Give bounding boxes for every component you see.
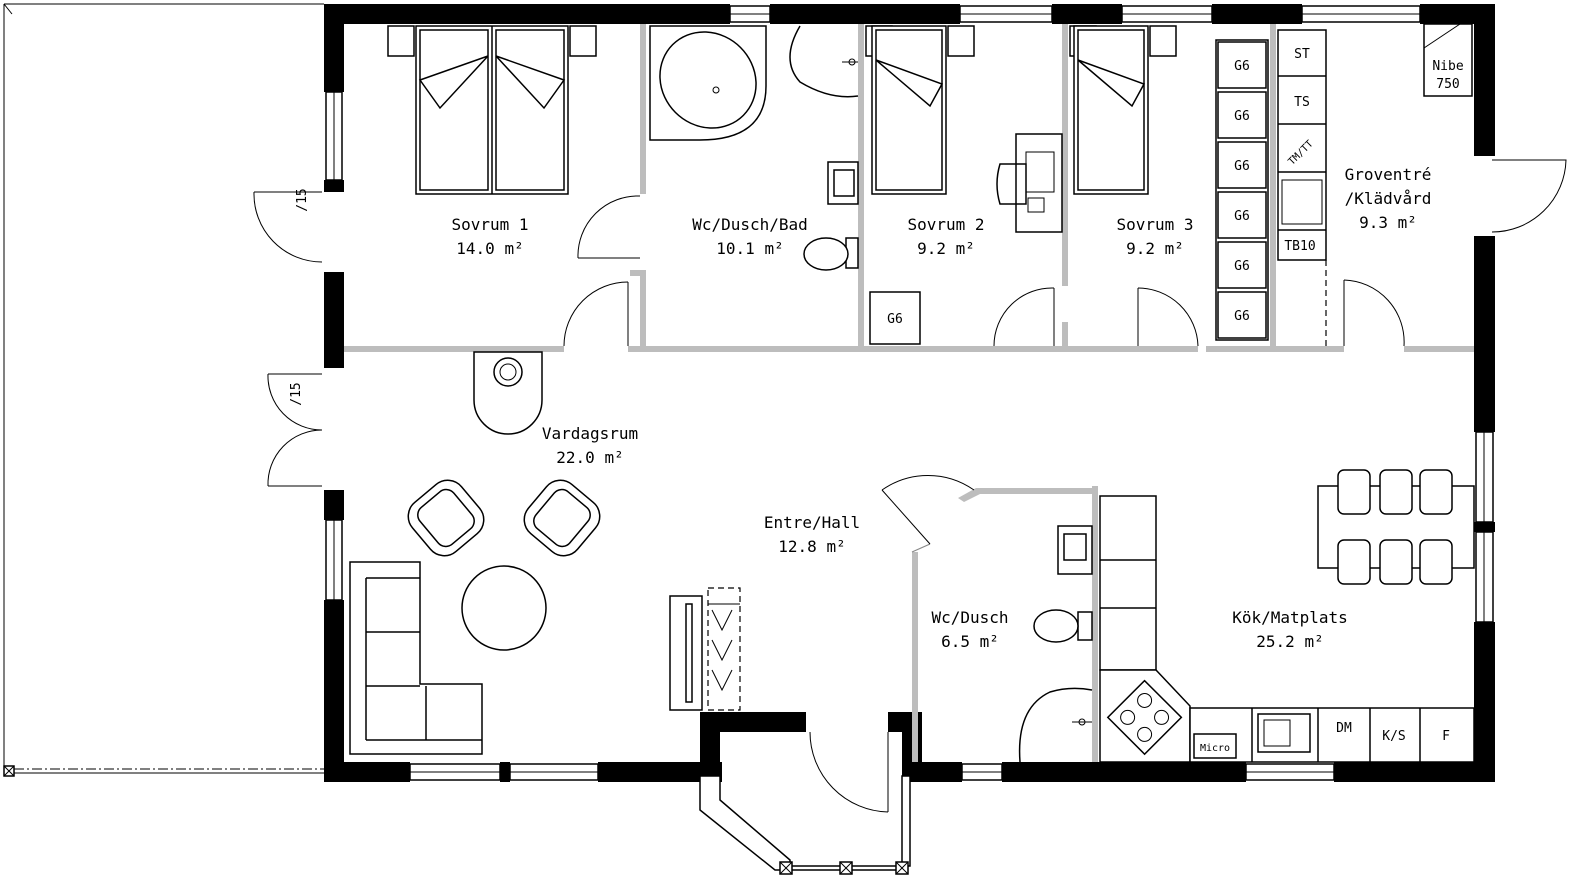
kitchen-label: DM xyxy=(1336,721,1352,736)
wardrobe-label: G6 xyxy=(1234,59,1250,74)
door-label: /15 xyxy=(295,188,310,211)
wardrobe-label: G6 xyxy=(887,312,903,327)
exterior-walls xyxy=(324,4,1495,875)
kitchen-fixtures xyxy=(1099,469,1475,763)
room-area: 25.2 m² xyxy=(1256,632,1323,651)
room-name: Sovrum 1 xyxy=(451,215,528,234)
room-area: 6.5 m² xyxy=(941,632,999,651)
wardrobe-column xyxy=(1215,39,1269,341)
room-name: Wc/Dusch/Bad xyxy=(692,215,808,234)
room-name: Sovrum 2 xyxy=(907,215,984,234)
room-name: /Klädvård xyxy=(1345,189,1432,208)
doors xyxy=(253,159,1567,813)
room-name: Sovrum 3 xyxy=(1116,215,1193,234)
room-name: Groventré xyxy=(1345,165,1432,184)
room-area: 14.0 m² xyxy=(456,239,523,258)
room-name: Kök/Matplats xyxy=(1232,608,1348,627)
room-area: 10.1 m² xyxy=(716,239,783,258)
room-name: Vardagsrum xyxy=(542,424,638,443)
wardrobe-cell xyxy=(1217,291,1267,339)
room-name: Wc/Dusch xyxy=(931,608,1008,627)
room-area: 9.3 m² xyxy=(1359,213,1417,232)
kitchen-label: Micro xyxy=(1200,743,1230,754)
wardrobe-cell xyxy=(1217,91,1267,139)
living-room-furniture xyxy=(349,351,601,755)
wardrobe-cell xyxy=(1217,41,1267,89)
heat-pump-label: 750 xyxy=(1436,77,1459,92)
double-bed xyxy=(387,25,597,195)
wardrobe-cell xyxy=(1217,241,1267,289)
wardrobe-cell xyxy=(1217,191,1267,239)
heat-pump-label: Nibe xyxy=(1432,59,1463,74)
corner-sofa xyxy=(349,561,483,755)
room-name: Entre/Hall xyxy=(764,513,860,532)
door-label: /15 xyxy=(289,382,304,405)
kitchen-label: K/S xyxy=(1382,729,1405,744)
armchair xyxy=(407,479,485,557)
terrace xyxy=(3,3,324,777)
wardrobe-label: G6 xyxy=(1234,109,1250,124)
windows xyxy=(325,5,1494,781)
room-area: 12.8 m² xyxy=(778,537,845,556)
bathroom-fixtures xyxy=(649,25,859,271)
wardrobe-label: G6 xyxy=(1234,309,1250,324)
wardrobe-label: G6 xyxy=(1234,259,1250,274)
cabinet-labels: G6 ST TS TM/TT TB10 Nibe 750 Micro DM K/… xyxy=(289,47,1464,754)
wardrobe-label: G6 xyxy=(1234,159,1250,174)
dining-table xyxy=(1317,469,1475,585)
wc-fixtures xyxy=(1018,525,1093,763)
room-area: 9.2 m² xyxy=(1126,239,1184,258)
armchair xyxy=(523,479,601,557)
sovrum2-furniture xyxy=(865,25,1063,345)
hall-furniture xyxy=(669,587,741,711)
groventre-fixtures xyxy=(1277,23,1473,346)
kitchen-label: F xyxy=(1442,729,1450,744)
room-area: 22.0 m² xyxy=(556,448,623,467)
room-area: 9.2 m² xyxy=(917,239,975,258)
laundry-label: TS xyxy=(1294,95,1310,110)
wardrobe-cell xyxy=(1217,141,1267,189)
room-labels: Sovrum 1 14.0 m² Wc/Dusch/Bad 10.1 m² So… xyxy=(451,165,1431,651)
wardrobe-label: G6 xyxy=(1234,209,1250,224)
interior-walls xyxy=(344,24,1474,762)
sovrum3-furniture xyxy=(1069,25,1269,341)
laundry-label: TB10 xyxy=(1284,239,1315,254)
laundry-label: ST xyxy=(1294,47,1310,62)
